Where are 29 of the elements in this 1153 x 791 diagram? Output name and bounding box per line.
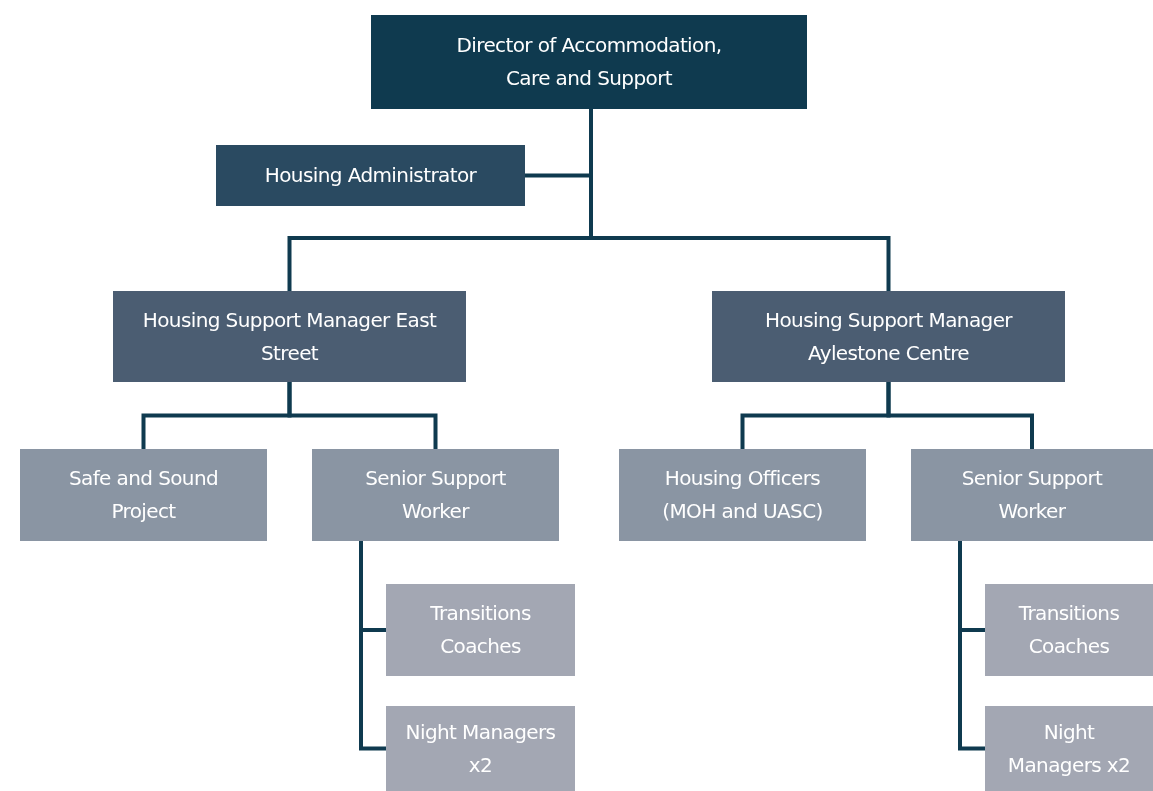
org-box: [985, 706, 1153, 791]
org-box: [312, 449, 559, 541]
connector-line: [958, 541, 985, 751]
org-box: [712, 291, 1065, 382]
connector-line: [886, 382, 1034, 449]
connector-line: [287, 382, 438, 449]
connector-line: [589, 109, 891, 291]
role-title: Housing Support Manager East Street: [141, 306, 438, 367]
role-title: Housing Support Manager Aylestone Centre: [764, 306, 1014, 367]
org-box: [386, 706, 575, 791]
role-title: Transitions Coaches: [1017, 600, 1121, 660]
role-title: Night Managers x2: [404, 718, 557, 779]
org-box: [113, 291, 466, 382]
role-title: Director of Accommodation, Care and Support: [455, 32, 723, 92]
role-title: Night Managers x2: [1006, 718, 1132, 779]
org-box: [985, 584, 1153, 676]
org-box: [911, 449, 1153, 541]
role-title: Senior Support Worker: [960, 465, 1104, 525]
org-box: [371, 15, 807, 109]
org-box: [20, 449, 267, 541]
org-box: [619, 449, 866, 541]
role-title: Senior Support Worker: [364, 465, 507, 525]
role-title: Housing Officers (MOH and UASC): [661, 465, 824, 525]
role-title: Housing Administrator: [264, 162, 477, 189]
role-title: Safe and Sound Project: [67, 465, 220, 525]
connector-line: [359, 541, 386, 751]
role-title: Transitions Coaches: [429, 600, 532, 660]
org-box: [386, 584, 575, 676]
org-box: [216, 145, 525, 206]
